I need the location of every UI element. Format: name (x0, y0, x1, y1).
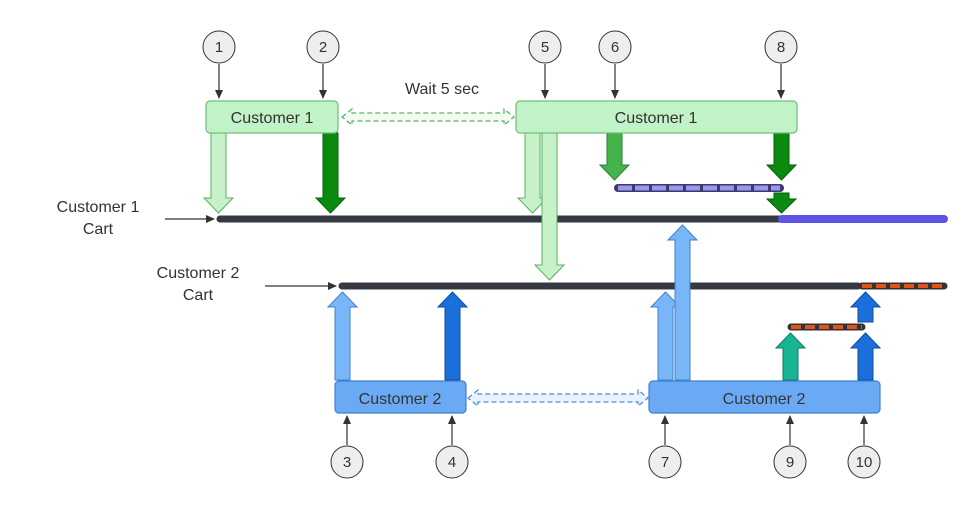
c2-light-blue-up-arrow-7b (666, 224, 699, 381)
customer2-cart-label-line1: Customer 2 (157, 265, 240, 282)
customer1-cart-label-line1: Customer 1 (57, 199, 140, 216)
customer1-box-a: Customer 1 (205, 100, 339, 134)
c2-light-blue-up-arrow-7a (649, 291, 682, 381)
step-marker-10: 10 (847, 415, 881, 479)
c2-light-blue-up-arrow-3 (326, 291, 359, 381)
step-number-8: 8 (777, 39, 785, 56)
c1-light-green-down-arrow-1 (202, 132, 235, 214)
step-marker-7: 7 (648, 415, 682, 479)
c2-teal-up-arrow-9 (774, 332, 807, 381)
customer2-cart-label-line2: Cart (183, 287, 214, 304)
customer1-wait-connector (341, 107, 515, 127)
step-marker-2: 2 (306, 30, 340, 99)
step-number-9: 9 (786, 454, 794, 471)
step-number-5: 5 (541, 39, 549, 56)
step-marker-6: 6 (598, 30, 632, 99)
step-marker-4: 4 (435, 415, 469, 479)
customer1-box-b: Customer 1 (515, 100, 798, 134)
customer2-box-a: Customer 2 (334, 380, 467, 414)
c1-dark-green-down-arrow-8b (765, 192, 798, 214)
customer1-box-a-label: Customer 1 (231, 110, 314, 127)
step-number-1: 1 (215, 39, 223, 56)
c1-dark-green-down-arrow-2 (314, 132, 347, 214)
c1-light-green-down-arrow-5b (533, 132, 566, 281)
step-marker-8: 8 (764, 30, 798, 99)
step-number-4: 4 (448, 454, 456, 471)
step-number-6: 6 (611, 39, 619, 56)
customer2-wait-connector (467, 388, 649, 408)
customer2-box-a-label: Customer 2 (359, 391, 442, 408)
c2-dark-blue-up-arrow-10a (849, 332, 882, 381)
step-marker-3: 3 (330, 415, 364, 479)
step-number-10: 10 (856, 454, 873, 471)
customer1-cart-label-line2: Cart (83, 221, 114, 238)
c1-light-green-down-arrow-5a (516, 132, 549, 214)
customer2-box-b-label: Customer 2 (723, 391, 806, 408)
c1-mid-green-down-arrow-6 (598, 132, 631, 181)
wait-label: Wait 5 sec (405, 81, 479, 98)
step-marker-1: 1 (202, 30, 236, 99)
c2-dark-blue-up-arrow-4 (436, 291, 469, 381)
c1-dark-green-down-arrow-8a (765, 132, 798, 181)
step-marker-9: 9 (773, 415, 807, 479)
step-number-2: 2 (319, 39, 327, 56)
customer2-box-b: Customer 2 (648, 380, 881, 414)
step-marker-5: 5 (528, 30, 562, 99)
c2-dark-blue-up-arrow-10b (849, 291, 882, 323)
step-number-3: 3 (343, 454, 351, 471)
customer1-box-b-label: Customer 1 (615, 110, 698, 127)
step-number-7: 7 (661, 454, 669, 471)
